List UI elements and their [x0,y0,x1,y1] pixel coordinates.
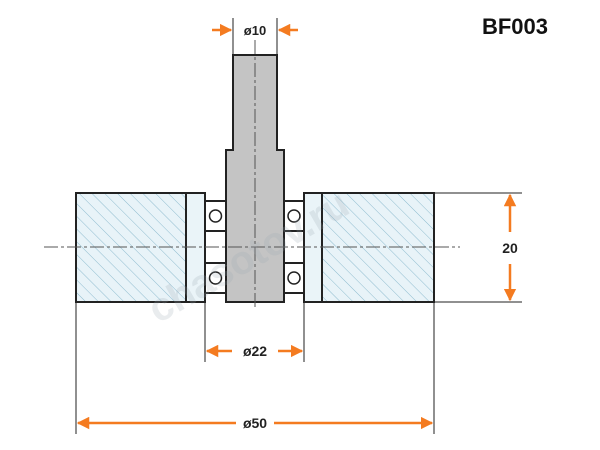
shaft-diameter-label: ø10 [244,23,266,38]
bore-diameter-label: ø22 [243,343,267,359]
ball-left-top [208,209,223,223]
ball-left-bottom [208,271,223,285]
ball-right-top [287,209,301,223]
outer-diameter-label: ø50 [243,415,267,431]
width-label: 20 [502,240,518,256]
part-code: BF003 [482,14,548,39]
ball-right-bottom [287,271,301,285]
